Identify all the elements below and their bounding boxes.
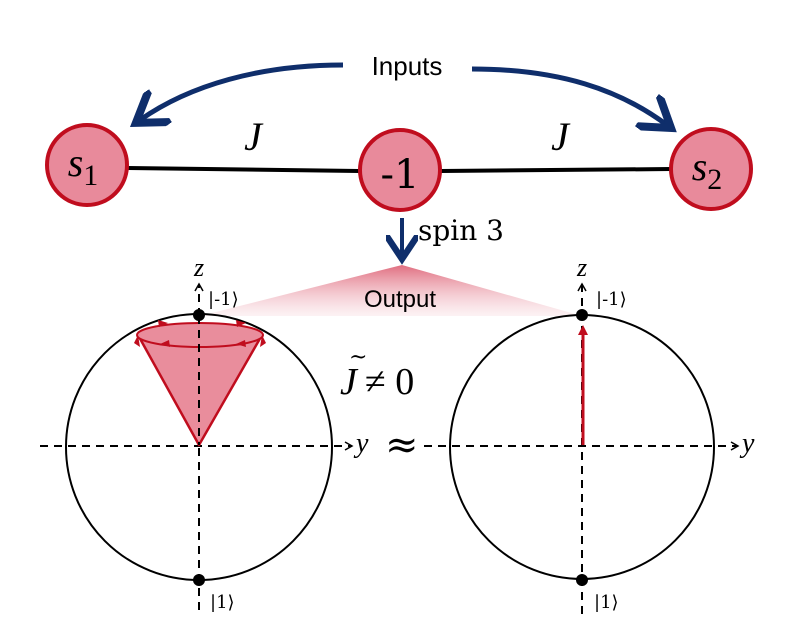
inputs-arrow-left: [140, 62, 344, 120]
left-south-pole-dot: [193, 574, 205, 586]
node-s2-sub: 2: [707, 163, 722, 196]
svg-text:s1: s1: [68, 140, 99, 192]
right-north-pole-dot: [576, 309, 588, 321]
node-spin3: -1: [358, 128, 442, 212]
left-top-state: |-1⟩: [208, 289, 239, 310]
bond-left: [127, 166, 360, 173]
condition-label-base: J: [340, 361, 359, 403]
left-bottom-state: |1⟩: [210, 592, 235, 613]
node-s1-circle: [45, 123, 129, 207]
inputs-arrow-right: [471, 66, 667, 125]
precession-arrow-icon: [236, 340, 246, 347]
condition-label: J≠ 0: [340, 361, 414, 403]
coupling-label-left: J: [244, 114, 264, 159]
output-label: Output: [364, 286, 436, 313]
inputs-arrows: [140, 62, 667, 125]
inputs-label: Inputs: [372, 51, 443, 81]
bond-right: [440, 167, 672, 173]
node-spin3-label: -1: [381, 152, 420, 198]
right-south-pole-dot: [576, 574, 588, 586]
svg-text:s2: s2: [692, 144, 723, 196]
approx-symbol: ≈: [385, 422, 419, 468]
left-north-pole-dot: [193, 309, 205, 321]
node-s2-circle: [669, 127, 753, 211]
right-bottom-state: |1⟩: [594, 592, 619, 613]
node-s1-base: s: [68, 140, 84, 185]
precession-arrow-icon: [260, 335, 266, 347]
left-z-label: z: [193, 253, 204, 282]
node-s2-base: s: [692, 144, 708, 189]
node-s1: s1: [45, 123, 129, 207]
right-z-label: z: [576, 253, 587, 282]
precession-arrow-icon: [160, 340, 170, 347]
left-y-label: y: [353, 428, 369, 459]
precession-arrow-icon: [134, 335, 140, 347]
node-s1-sub: 1: [83, 159, 98, 192]
right-y-label: y: [739, 428, 755, 459]
output-wedge: [200, 265, 582, 316]
spin3-label: spin 3: [418, 214, 504, 247]
node-spin3-circle: [358, 128, 442, 212]
node-s2: s2: [669, 127, 753, 211]
condition-label-rest: ≠ 0: [365, 361, 414, 403]
tilde-mark: ~: [349, 345, 367, 370]
precession-arrow-icon: [236, 320, 246, 327]
right-top-state: |-1⟩: [596, 289, 627, 310]
right-bloch-sphere: z y |-1⟩ |1⟩: [424, 253, 755, 614]
coupling-label-right: J: [551, 114, 571, 159]
precession-arrow-icon: [158, 320, 168, 327]
left-bloch-sphere: z y |-1⟩ |1⟩: [40, 253, 369, 613]
